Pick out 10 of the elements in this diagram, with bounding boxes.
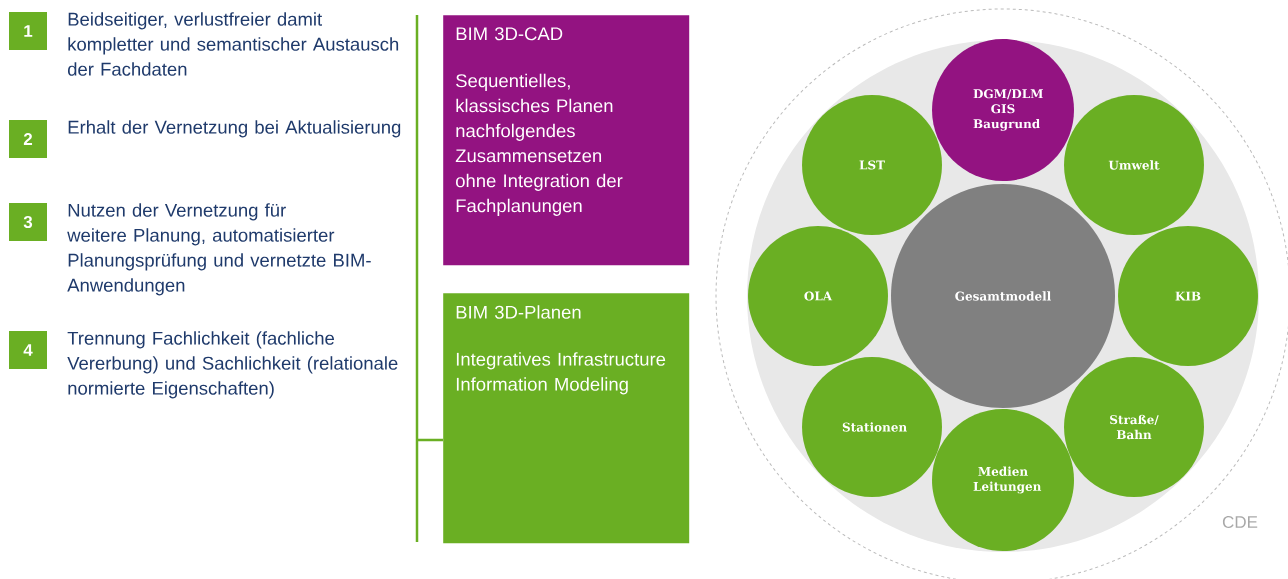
item-text: Nutzen der Vernetzung für weitere Planung, automatisierter Planungsprüfung und vernetzte BIM-Anwendungen [67, 203, 371, 296]
number-square: 3 [9, 203, 47, 241]
text-card: BIM 3D-CAD Sequentielles, klassisches Planen nachfolgendes Zusammensetzen ohne Integration der Fachplanungen [443, 15, 690, 266]
text-card: BIM 3D-Planen Integratives Infrastructure Information Modeling [443, 293, 690, 544]
item-text: Erhalt der Vernetzung bei Aktualisierung [68, 120, 401, 138]
item-text: Trennung Fachlichkeit (fachliche Vererbung) und Sachlichkeit (relationale normierte Eigenschaften) [67, 331, 398, 399]
item-text: Beidseitiger, verlustfreier damit kompletter und semantischer Austausch der Fachdaten [68, 12, 399, 76]
number-square: 2 [9, 120, 47, 158]
number-square: 4 [9, 331, 47, 369]
number-square: 1 [9, 12, 47, 50]
